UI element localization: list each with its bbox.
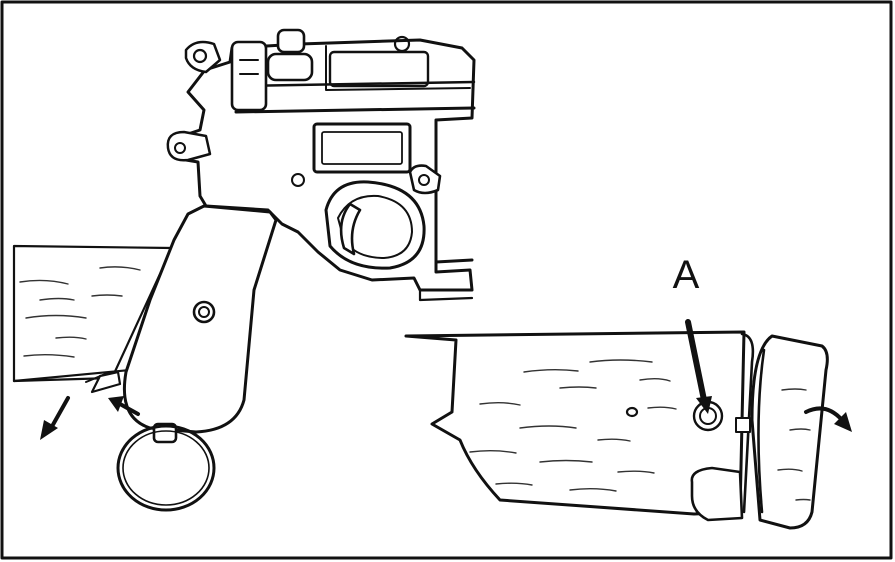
arrow-down-left-icon	[40, 396, 70, 440]
curved-arrow-right-icon	[804, 406, 852, 432]
pistol-illustration-icon	[12, 28, 476, 512]
arrow-left-icon	[108, 396, 140, 416]
stock-illustration-icon	[404, 330, 829, 530]
arrow-down-icon	[685, 319, 712, 414]
callout-label-a: A	[673, 253, 700, 297]
